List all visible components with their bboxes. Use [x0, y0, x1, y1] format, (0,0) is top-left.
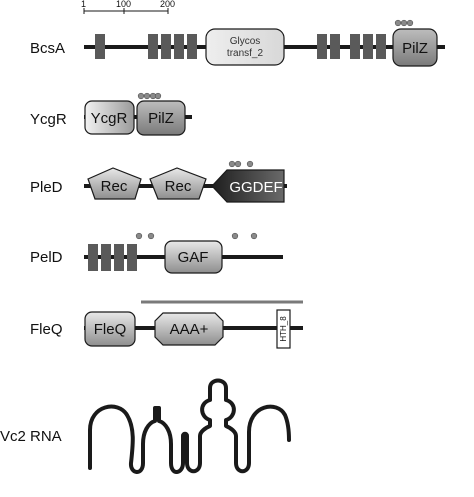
pled-rec2-label: Rec: [165, 178, 192, 195]
peld-binding-dot-2: [147, 232, 155, 240]
bcsa-glycos-label-line1: Glycos: [230, 36, 261, 47]
bcsa-tm-helix-6: [317, 34, 327, 59]
bcsa-binding-dot-2: [400, 19, 408, 27]
peld-gaf-domain: [164, 240, 223, 274]
pled-binding-dot-3: [246, 160, 254, 168]
fleq-hth-domain: [276, 309, 291, 349]
peld-tm-helix-4: [127, 244, 137, 271]
scale-label-1: 1: [81, 0, 86, 9]
scale-bar: 1 100 200: [81, 0, 175, 14]
fleq-aaa-label: AAA+: [170, 321, 209, 338]
pled-binding-dot-2: [234, 160, 242, 168]
bcsa-tm-helix-10: [376, 34, 386, 59]
bcsa-glycos-domain: [205, 28, 285, 66]
vc2-rna-structure: [88, 378, 291, 474]
bcsa-tm-helix-2: [148, 34, 158, 59]
fleq-fleq-domain: [84, 311, 136, 347]
pled-rec1-label: Rec: [101, 178, 128, 195]
vc2-rna-label: Vc2 RNA: [0, 428, 62, 445]
bcsa-row: BcsA Glycos transf_2 PilZ: [30, 19, 445, 67]
vc2-rna-row: Vc2 RNA: [0, 378, 291, 474]
bcsa-tm-helix-5: [187, 34, 197, 59]
bcsa-tm-helix-3: [161, 34, 171, 59]
ycgr-row: YcgR YcgR PilZ: [30, 92, 192, 136]
bcsa-glycos-label-line2: transf_2: [227, 48, 264, 59]
ycgr-binding-dot-1: [137, 92, 145, 100]
bcsa-label: BcsA: [30, 40, 65, 57]
pled-binding-dot-1: [228, 160, 236, 168]
ycgr-label: YcgR: [30, 111, 67, 128]
ycgr-binding-dot-4: [154, 92, 162, 100]
pled-label: PleD: [30, 179, 63, 196]
peld-binding-dot-3: [231, 232, 239, 240]
peld-tm-helix-1: [88, 244, 98, 271]
ycgr-ycgr-domain: [84, 100, 135, 135]
bcsa-pilz-domain: [392, 28, 438, 67]
bcsa-binding-dot-1: [394, 19, 402, 27]
ycgr-ycgr-domain-label: YcgR: [91, 110, 128, 127]
ycgr-pilz-domain: [136, 100, 186, 136]
peld-binding-dot-1: [135, 232, 143, 240]
peld-row: PelD GAF: [30, 232, 283, 274]
scale-label-200: 200: [160, 0, 175, 9]
fleq-label: FleQ: [30, 321, 63, 338]
bcsa-tm-helix-4: [174, 34, 184, 59]
pled-rec-domain-1: [87, 167, 142, 200]
bcsa-tm-helix-9: [363, 34, 373, 59]
ycgr-binding-dot-2: [143, 92, 151, 100]
pled-row: PleD Rec Rec GGDEF: [30, 160, 287, 203]
bcsa-tm-helix-1: [95, 34, 105, 59]
bcsa-tm-helix-8: [350, 34, 360, 59]
pled-rec-domain-2: [149, 167, 207, 200]
peld-label: PelD: [30, 249, 63, 266]
bcsa-pilz-label: PilZ: [402, 40, 428, 57]
fleq-aaa-domain: [154, 312, 224, 346]
bcsa-tm-helix-7: [330, 34, 340, 59]
peld-tm-helix-2: [101, 244, 111, 271]
ycgr-pilz-label: PilZ: [148, 110, 174, 127]
fleq-fleq-domain-label: FleQ: [94, 321, 127, 338]
scale-label-100: 100: [116, 0, 131, 9]
peld-binding-dot-4: [250, 232, 258, 240]
pled-ggdef-label: GGDEF: [229, 179, 282, 196]
bcsa-binding-dot-3: [406, 19, 414, 27]
fleq-row: FleQ FleQ AAA+ HTH_8: [30, 300, 303, 349]
fleq-hth-label: HTH_8: [279, 316, 288, 342]
pled-ggdef-domain: [211, 169, 285, 203]
peld-gaf-label: GAF: [178, 249, 209, 266]
peld-tm-helix-3: [114, 244, 124, 271]
